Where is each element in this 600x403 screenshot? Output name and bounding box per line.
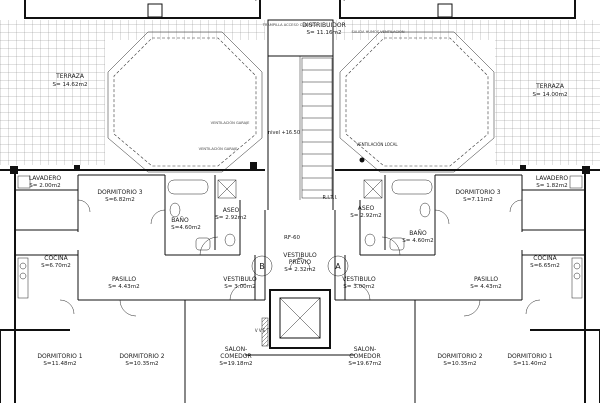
room-name-salon-right-2: COMEDOR [349, 353, 380, 360]
room-area-aseo-left: S= 2.92m2 [215, 215, 246, 221]
room-name-salon-left-2: COMEDOR [220, 353, 251, 360]
top-parapet [24, 0, 576, 19]
room-area-lavadero-left: S= 2.00m2 [29, 183, 60, 189]
room-name-cocina-right: COCINA [533, 255, 557, 262]
room-area-aseo-right: S= 2.92m2 [350, 213, 381, 219]
room-name-dorm2-right: DORMITORIO 2 [437, 353, 482, 360]
room-name-terraza-left: TERRAZA [55, 73, 85, 80]
room-area-dorm2-left: S=10.35m2 [125, 361, 158, 367]
room-area-bano-right: S= 4.60m2 [402, 238, 433, 244]
level-annotation: nivel +16.50 [268, 130, 300, 136]
room-area-distribuidor: S= 11.16m2 [306, 30, 341, 36]
room-name-dorm1-right: DORMITORIO 1 [507, 353, 552, 360]
room-area-vestibulo-left: S= 3.00m2 [224, 284, 255, 290]
room-area-pasillo-right: S= 4.43m2 [470, 284, 501, 290]
room-area-dorm1-left: S=11.48m2 [43, 361, 76, 367]
room-name-pasillo-right: PASILLO [474, 276, 498, 283]
room-area-salon-left: S=19.18m2 [219, 361, 252, 367]
room-name-salon-right: SALON- [354, 346, 377, 353]
room-name-aseo-left: ASEO [223, 207, 240, 214]
room-name-terraza-right: TERRAZA [535, 83, 565, 90]
ventilacion-local-label: VENTILACIÓN LOCAL [356, 142, 398, 147]
terrace-right-tiles [335, 20, 600, 165]
note-ventilacion-garaje-1: VENTILACIÓN GARAJE [211, 120, 250, 125]
note-trampilla: TRAMPILLA ACCESO CUBIERTA [262, 23, 318, 27]
room-name-vestibulo-left: VESTIBULO [223, 276, 257, 283]
room-area-cocina-right: S=6.65m2 [530, 263, 560, 269]
patio-octagon-left [107, 31, 263, 173]
room-name-vestibulo-previo-2: PREVIO [289, 259, 311, 266]
room-name-vestibulo-previo: VESTIBULO [283, 252, 317, 259]
room-name-pasillo-left: PASILLO [112, 276, 136, 283]
columns [10, 157, 590, 174]
room-name-dorm1-left: DORMITORIO 1 [37, 353, 82, 360]
room-area-dorm3-right: S=7.11m2 [463, 197, 493, 203]
door-swings [59, 199, 541, 317]
room-area-vestibulo-right: S= 3.00m2 [343, 284, 374, 290]
central-stair [267, 19, 334, 210]
room-area-vestibulo-previo: S= 2.32m2 [284, 267, 315, 273]
room-name-bano-left: BAÑO [171, 217, 189, 224]
room-name-salon-left: SALON- [225, 346, 248, 353]
room-area-terraza-left: S= 14.62m2 [52, 82, 87, 88]
room-name-cocina-left: COCINA [44, 255, 68, 262]
patio-octagon-right [339, 31, 495, 173]
room-name-dorm3-left: DORMITORIO 3 [97, 189, 142, 196]
vvet-label: V V E T [255, 328, 270, 333]
room-name-lavadero-left: LAVADERO [29, 175, 62, 182]
marker-b: B [259, 262, 265, 271]
room-area-cocina-left: S=6.70m2 [41, 263, 71, 269]
terrace-left-tiles [0, 20, 265, 165]
room-area-lavadero-right: S= 1.82m2 [536, 183, 567, 189]
marker-a: A [335, 262, 341, 271]
lift-core [245, 289, 355, 356]
riti-label: R.I.T.I. [322, 195, 337, 201]
room-name-vestibulo-right: VESTIBULO [342, 276, 376, 283]
note-ventilacion-garaje-2: VENTILACIÓN GARAJE [199, 146, 238, 151]
room-area-pasillo-left: S= 4.43m2 [108, 284, 139, 290]
room-name-bano-right: BAÑO [409, 230, 427, 237]
note-salida-humos: SALIDA HUMOS VENTILACION [351, 30, 404, 34]
room-name-distribuidor: DISTRIBUIDOR [302, 22, 346, 29]
fixtures-left [17, 175, 237, 299]
left-dwelling-walls [0, 170, 266, 403]
room-area-terraza-right: S= 14.00m2 [532, 92, 567, 98]
room-area-bano-left: S=4.60m2 [171, 225, 201, 231]
room-area-dorm1-right: S=11.40m2 [513, 361, 546, 367]
room-name-dorm2-left: DORMITORIO 2 [119, 353, 164, 360]
room-name-aseo-right: ASEO [358, 205, 375, 212]
room-name-lavadero-right: LAVADERO [536, 175, 569, 182]
room-name-dorm3-right: DORMITORIO 3 [455, 189, 500, 196]
room-area-dorm3-left: S=6.82m2 [105, 197, 135, 203]
room-area-dorm2-right: S=10.35m2 [443, 361, 476, 367]
fixtures-right [363, 175, 583, 299]
right-dwelling-walls [334, 170, 600, 403]
room-area-salon-right: S=19.67m2 [348, 361, 381, 367]
rf60-label: RF-60 [284, 235, 300, 241]
